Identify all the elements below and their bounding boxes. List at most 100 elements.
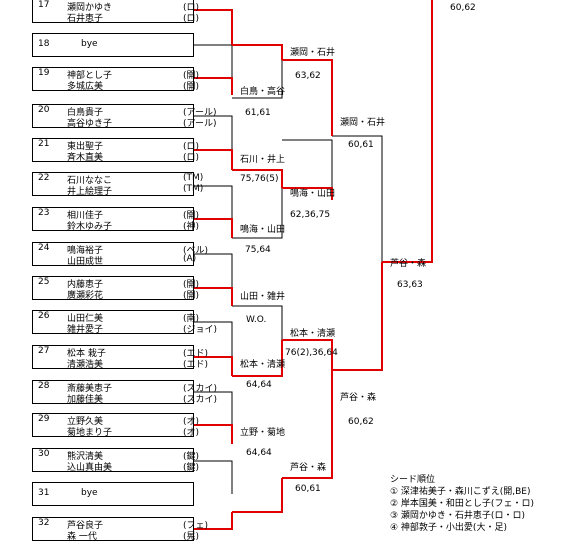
player-club: (晃): [183, 532, 200, 542]
player-name: 鈴木ゆみ子: [67, 222, 113, 232]
player-club: (スカイ): [183, 384, 218, 394]
entry-number: 23: [38, 208, 50, 218]
result-score: 60,62: [348, 417, 374, 427]
result-pair: 石川・井上: [240, 155, 286, 165]
result-pair: 芦谷・森: [340, 393, 377, 403]
result-score: 75,64: [245, 245, 271, 255]
result-pair: 山田・雑井: [240, 292, 286, 302]
result-pair: 瀬岡・石井: [340, 118, 386, 128]
result-pair: 松本・清瀬: [240, 360, 286, 370]
result-score: 76(2),36,64: [285, 348, 338, 358]
player-club: (南): [183, 314, 200, 324]
player-club: (ロ): [183, 3, 200, 13]
player-name: 瀬岡かゆき: [67, 3, 113, 13]
player-name: 松本 栽子: [67, 349, 106, 359]
player-name: 山田成世: [67, 257, 104, 267]
player-club: (ロ): [183, 142, 200, 152]
seed-item: ② 岸本国美・和田とし子(フェ・ロ): [390, 499, 534, 509]
entry-number: 26: [38, 311, 50, 321]
seed-item: ④ 神部敦子・小出愛(大・足): [390, 523, 507, 533]
top-score: 60,62: [450, 3, 476, 13]
result-pair: 鳴海・山田: [240, 225, 286, 235]
player-name: 鳴海裕子: [67, 246, 104, 256]
player-club: (TM): [183, 173, 204, 183]
player-name: 清瀬浩美: [67, 360, 104, 370]
player-club: (アール): [183, 108, 217, 118]
player-club: (ジョイ): [183, 325, 218, 335]
entry-number: 20: [38, 105, 50, 115]
entry-number: 21: [38, 139, 50, 149]
result-pair: 立野・菊地: [240, 428, 286, 438]
entry-number: 32: [38, 518, 50, 528]
player-name: 多城広美: [67, 82, 104, 92]
player-club: (開): [183, 82, 200, 92]
draw-entry: 18 bye: [32, 33, 194, 57]
player-club: (フェ): [183, 521, 209, 531]
player-name: 井上絵理子: [67, 187, 113, 197]
seed-item: ③ 瀬岡かゆき・石井恵子(ロ・ロ): [390, 511, 525, 521]
player-name: 石井恵子: [67, 14, 104, 24]
draw-entry: 28 斎藤美恵子 (スカイ) 加藤佳美 (スカイ): [32, 380, 217, 405]
player-club: (神): [183, 222, 200, 232]
player-club: (鍵): [183, 463, 200, 473]
player-club: (開): [183, 71, 200, 81]
result-score: 75,76(5): [240, 174, 279, 184]
entry-number: 28: [38, 381, 50, 391]
entry-number: 30: [38, 449, 50, 459]
player-name: 石川ななこ: [67, 176, 113, 186]
player-club: (ロ): [183, 153, 200, 163]
result-score: 64,64: [246, 448, 272, 458]
player-name: 内藤恵子: [67, 280, 104, 290]
player-name: 高谷ゆき子: [67, 119, 113, 129]
player-club: (開): [183, 291, 200, 301]
result-score: 60,61: [348, 140, 374, 150]
player-club: (アール): [183, 119, 217, 129]
result-score: 63,62: [295, 71, 321, 81]
entry-number: 25: [38, 277, 50, 287]
player-club: (スカイ): [183, 395, 218, 405]
result-score: 60,61: [295, 484, 321, 494]
player-club: (鍵): [183, 452, 200, 462]
player-name: 神部とし子: [67, 71, 113, 81]
player-name: 斎藤美恵子: [67, 384, 113, 394]
entry-number: 19: [38, 68, 50, 78]
bye-label: bye: [81, 488, 98, 498]
entry-number: 17: [38, 0, 50, 10]
player-club: (A): [183, 254, 197, 264]
draw-entry: 24 鳴海裕子 (ベル) 山田成世 (A): [32, 242, 208, 267]
bye-label: bye: [81, 39, 98, 49]
player-name: 東出聖子: [67, 142, 104, 152]
player-name: 相川佳子: [67, 211, 104, 221]
player-name: 込山真由美: [67, 463, 113, 473]
player-club: (開): [183, 280, 200, 290]
entry-number: 18: [38, 39, 50, 49]
player-club: (オ): [183, 417, 200, 427]
player-club: (ベル): [183, 246, 209, 256]
result-pair: 白鳥・高谷: [240, 87, 286, 97]
player-name: 山田仁美: [67, 314, 104, 324]
seed-title: シード順位: [390, 475, 436, 485]
draw-entry: 19 神部とし子 (開) 多城広美 (開): [32, 67, 199, 92]
player-name: 立野久美: [67, 417, 104, 427]
result-score: 61,61: [245, 108, 271, 118]
player-name: 森 一代: [67, 532, 97, 542]
seed-item: ① 深津祐美子・森川こずえ(開,BE): [390, 487, 531, 497]
player-name: 加藤佳美: [67, 395, 104, 405]
result-pair: 瀬岡・石井: [290, 48, 336, 58]
player-club: (オ): [183, 428, 200, 438]
result-score: 64,64: [246, 380, 272, 390]
entry-number: 24: [38, 243, 50, 253]
result-score: 62,36,75: [290, 210, 331, 220]
player-club: (エド): [183, 349, 209, 359]
